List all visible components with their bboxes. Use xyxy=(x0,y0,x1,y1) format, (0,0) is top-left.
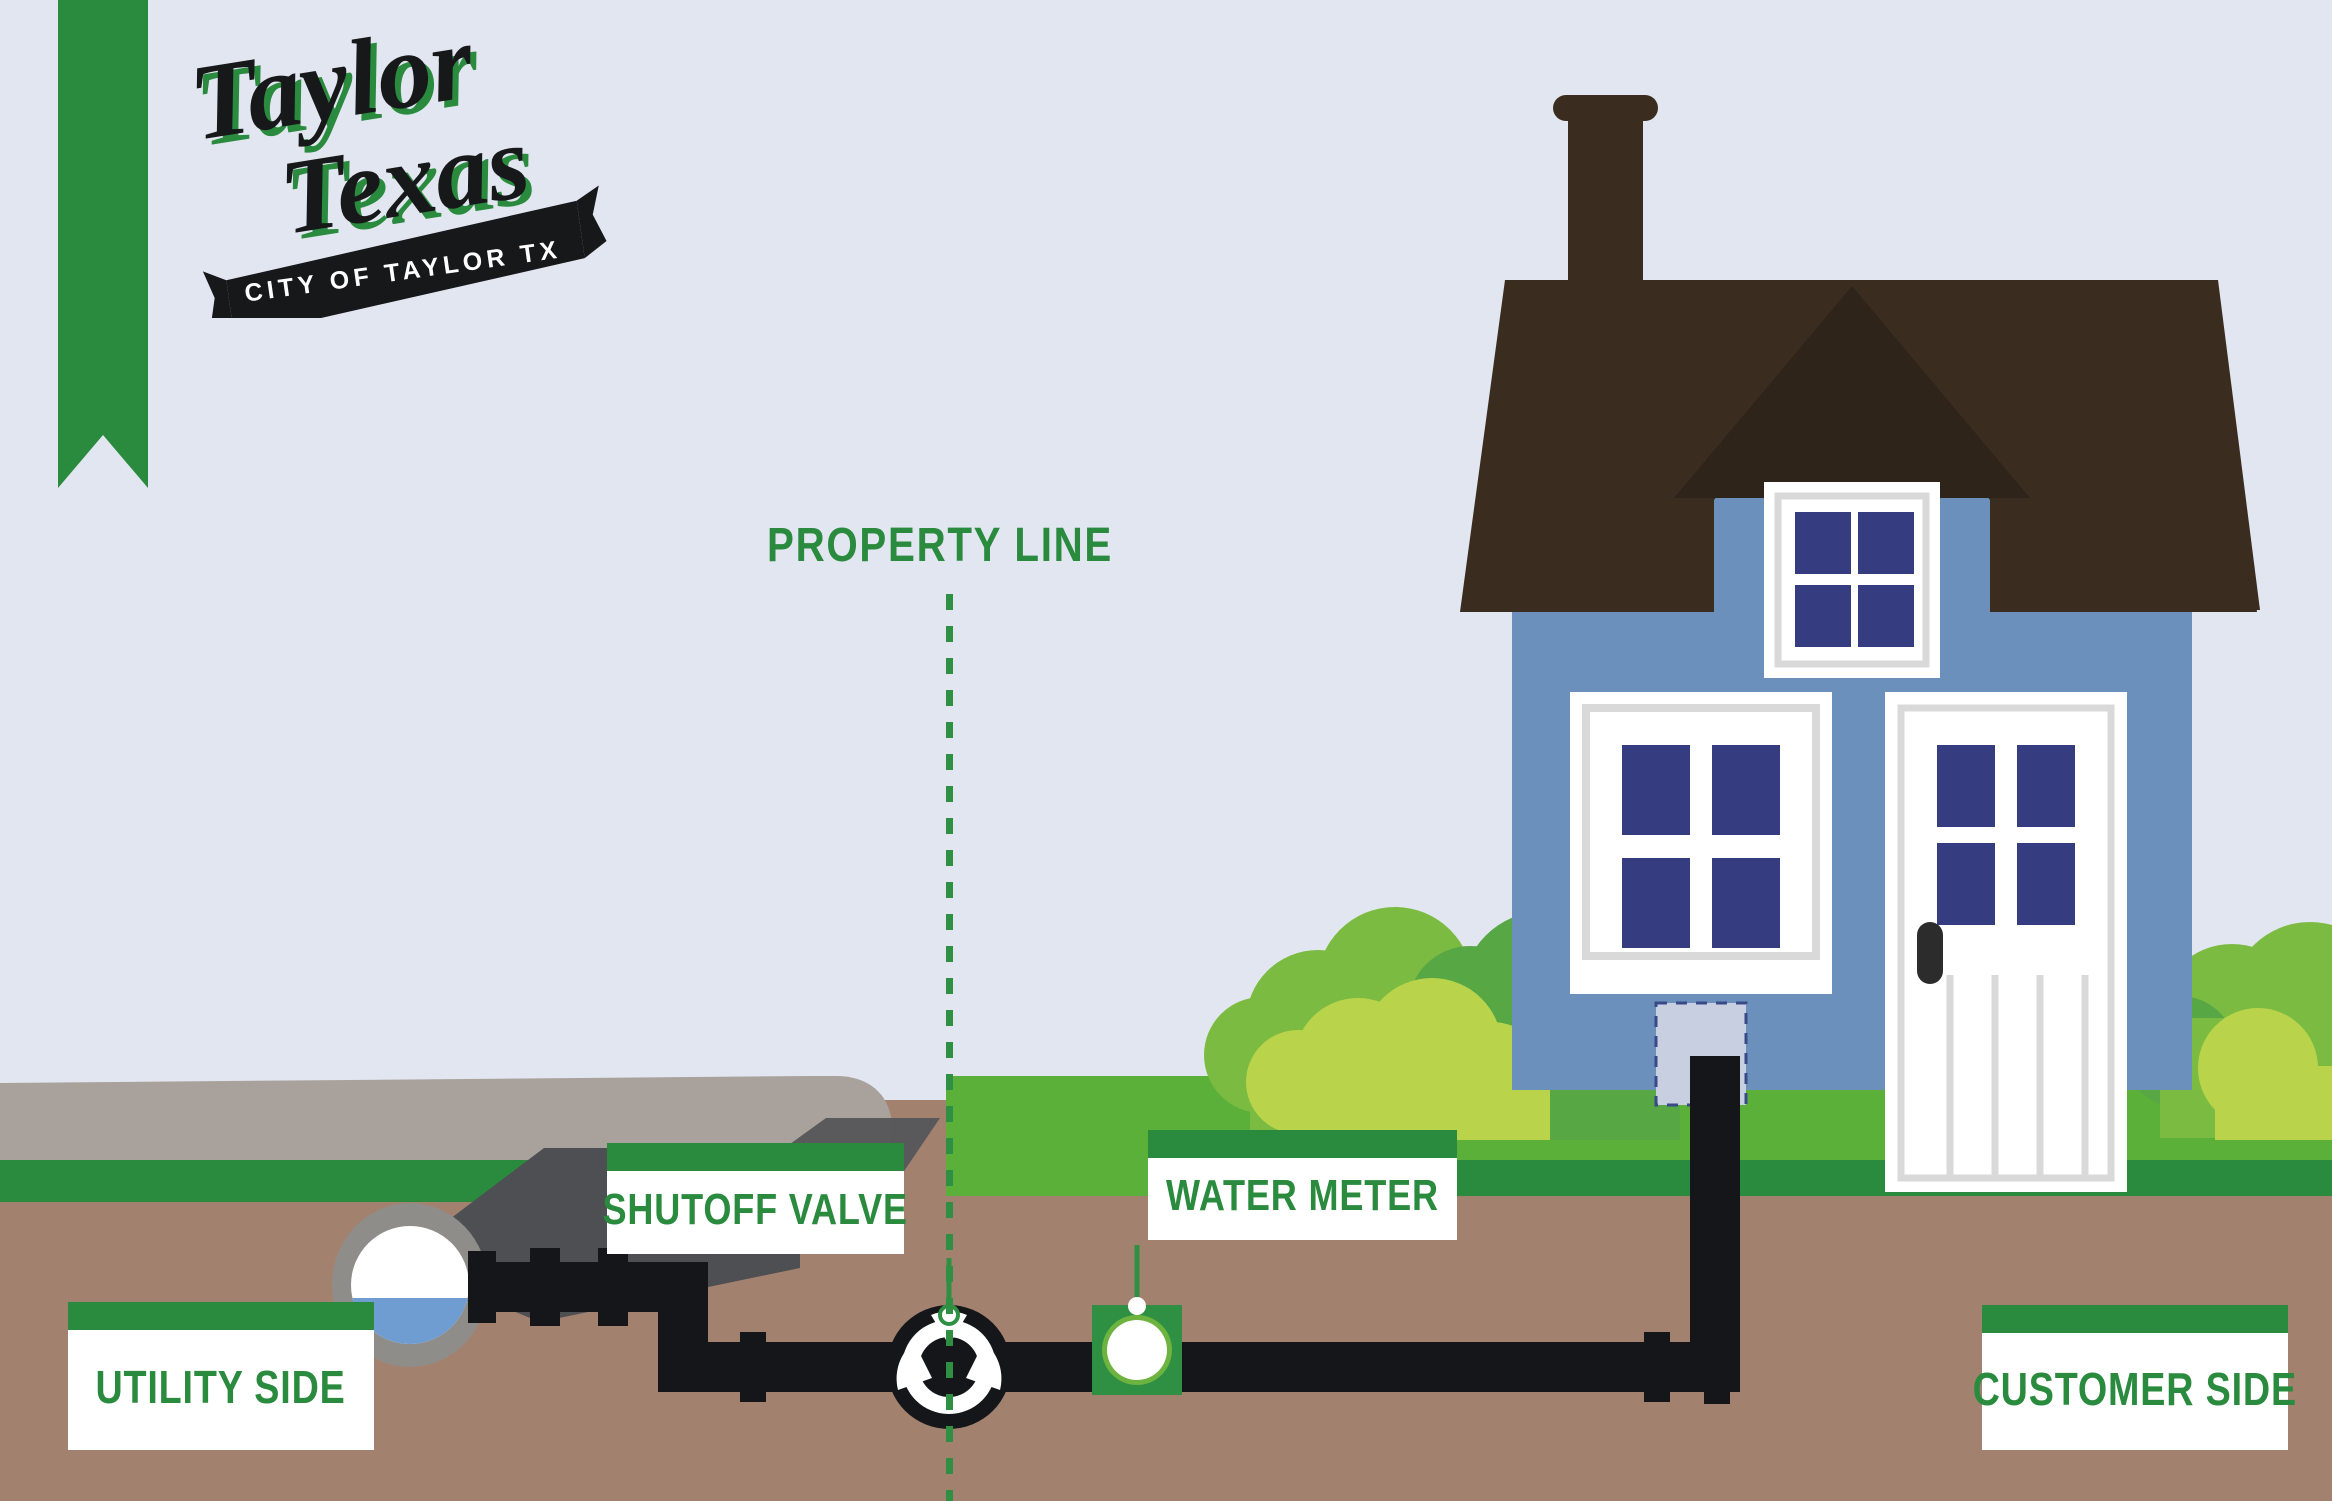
meter-leader-dot xyxy=(1128,1297,1146,1315)
label-shutoff-valve: SHUTOFF VALVE xyxy=(603,1143,907,1254)
label-topbar xyxy=(1982,1305,2288,1333)
grass-edge-right xyxy=(1390,1160,2332,1202)
dormer-window xyxy=(1764,482,1940,678)
door-handle[interactable] xyxy=(1917,922,1943,984)
property-line-dashed xyxy=(946,594,953,1501)
label-customer-side: CUSTOMER SIDE xyxy=(1973,1305,2296,1450)
brand-ribbon xyxy=(58,0,148,488)
label-utility-side: UTILITY SIDE xyxy=(68,1302,374,1450)
meter-dial xyxy=(1107,1320,1167,1380)
chimney-cap xyxy=(1553,95,1658,121)
label-topbar xyxy=(68,1302,374,1330)
sidewalk-surface xyxy=(0,1076,892,1136)
label-topbar xyxy=(607,1143,904,1171)
chimney xyxy=(1568,100,1643,310)
front-window xyxy=(1570,692,1832,994)
label-shutoff-valve-text: SHUTOFF VALVE xyxy=(602,1184,909,1234)
label-water-meter: WATER METER xyxy=(1148,1130,1457,1240)
front-door[interactable] xyxy=(1885,692,2127,1192)
residential-house xyxy=(1460,95,2260,1192)
logo-banner: CITY OF TAYLOR TX xyxy=(202,185,607,318)
dormer-roof xyxy=(1674,286,2030,498)
property-line-label: PROPERTY LINE xyxy=(767,519,1113,572)
label-customer-side-text: CUSTOMER SIDE xyxy=(1972,1362,2298,1415)
water-meter-box[interactable] xyxy=(1092,1245,1182,1395)
city-logo: Taylor Taylor Texas Texas CITY OF TAYLOR… xyxy=(185,28,607,318)
label-water-meter-text: WATER METER xyxy=(1166,1171,1439,1220)
label-topbar xyxy=(1148,1130,1457,1158)
label-utility-side-text: UTILITY SIDE xyxy=(95,1361,347,1413)
